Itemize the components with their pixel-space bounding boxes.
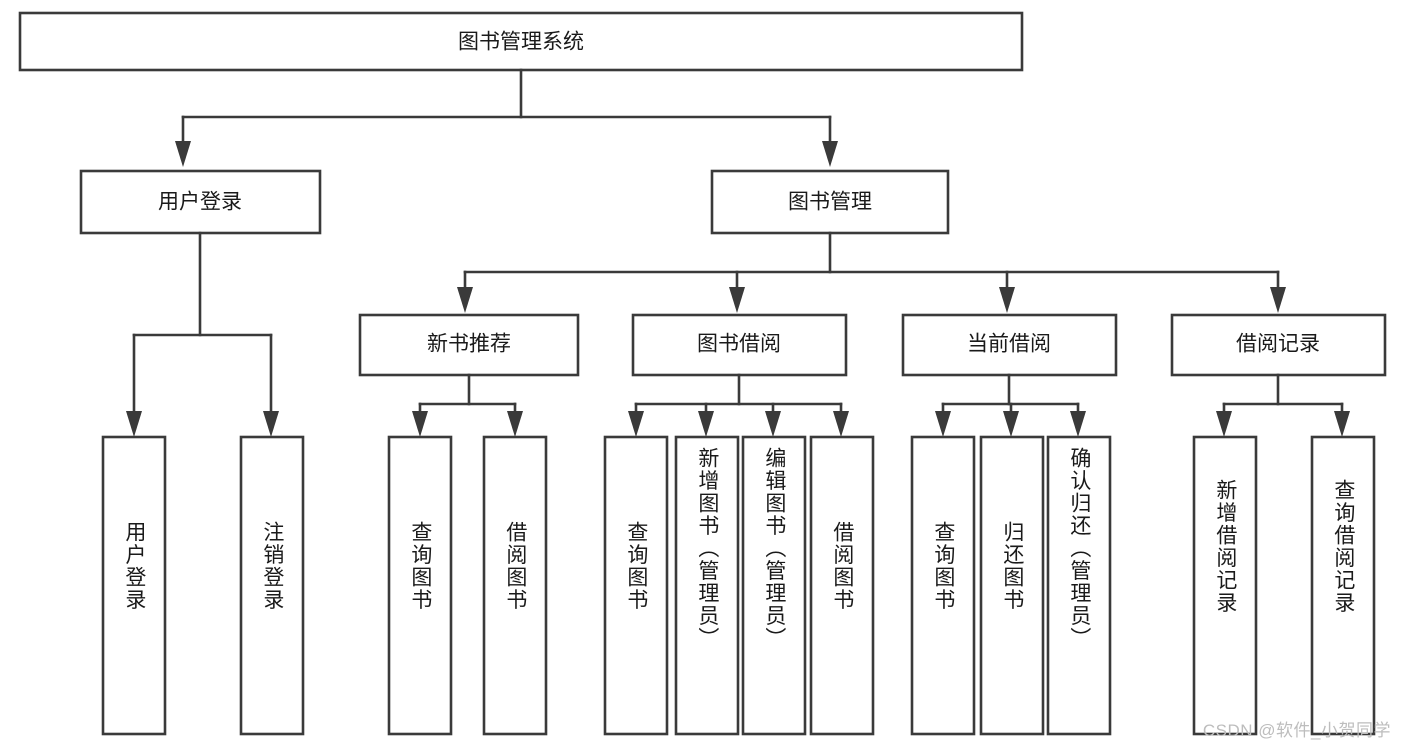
leaf-query-book-2-box[interactable] xyxy=(603,435,669,736)
node-root[interactable]: 图书管理系统 xyxy=(18,11,1024,72)
leaf-edit-book-box[interactable] xyxy=(741,435,807,736)
arrow-head-icon xyxy=(628,411,644,437)
arrow-head-icon xyxy=(833,411,849,437)
leaf-add-record-box[interactable] xyxy=(1192,435,1258,736)
watermark: CSDN @软件_小贺同学 xyxy=(1202,721,1391,740)
node-root-box[interactable] xyxy=(18,11,1024,72)
node-current-borrow-label: 当前借阅 xyxy=(967,333,1051,356)
node-new-book-recommend-label: 新书推荐 xyxy=(427,333,511,356)
arrow-head-icon xyxy=(822,141,838,167)
leaf-query-book-1-box[interactable] xyxy=(387,435,453,736)
arrow-head-icon xyxy=(935,411,951,437)
arrow-head-icon xyxy=(457,287,473,313)
connector-current-borrow-to-leaves xyxy=(935,373,1086,437)
connector-book-manage-to-level2 xyxy=(457,231,1286,313)
arrow-head-icon xyxy=(765,411,781,437)
arrow-head-icon xyxy=(999,287,1015,313)
arrow-head-icon xyxy=(1334,411,1350,437)
arrow-head-icon xyxy=(1216,411,1232,437)
node-root-label: 图书管理系统 xyxy=(458,31,584,54)
node-book-manage-label: 图书管理 xyxy=(788,191,872,214)
node-user-login-box[interactable] xyxy=(79,169,322,235)
connector-new-book-recommend-to-leaves xyxy=(412,373,523,437)
node-book-borrow[interactable]: 图书借阅 xyxy=(631,313,848,377)
arrow-head-icon xyxy=(507,411,523,437)
connector-book-borrow-to-leaves xyxy=(628,373,849,437)
arrow-head-icon xyxy=(1003,411,1019,437)
connector-user-login-to-leaves xyxy=(126,231,279,437)
arrow-head-icon xyxy=(698,411,714,437)
leaf-borrow-book-2-box[interactable] xyxy=(809,435,875,736)
arrow-head-icon xyxy=(263,411,279,437)
node-user-login-label: 用户登录 xyxy=(158,191,242,214)
connector-borrow-record-to-leaves xyxy=(1216,373,1350,437)
node-new-book-recommend-box[interactable] xyxy=(358,313,580,377)
arrow-head-icon xyxy=(175,141,191,167)
node-book-manage[interactable]: 图书管理 xyxy=(710,169,950,235)
node-book-borrow-label: 图书借阅 xyxy=(697,333,781,356)
leaf-return-book-box[interactable] xyxy=(979,435,1045,736)
leaf-borrow-book-1-box[interactable] xyxy=(482,435,548,736)
leaf-add-book-box[interactable] xyxy=(674,435,740,736)
leaf-query-book-3-box[interactable] xyxy=(910,435,976,736)
leaf-boxes xyxy=(101,435,1376,736)
arrow-head-icon xyxy=(412,411,428,437)
arrow-head-icon xyxy=(126,411,142,437)
leaf-user-logout-box[interactable] xyxy=(239,435,305,736)
node-new-book-recommend[interactable]: 新书推荐 xyxy=(358,313,580,377)
node-current-borrow-box[interactable] xyxy=(901,313,1118,377)
leaf-query-record-box[interactable] xyxy=(1310,435,1376,736)
arrow-head-icon xyxy=(729,287,745,313)
leaf-confirm-return-box[interactable] xyxy=(1046,435,1112,736)
leaf-user-login-box[interactable] xyxy=(101,435,167,736)
node-current-borrow[interactable]: 当前借阅 xyxy=(901,313,1118,377)
node-user-login[interactable]: 用户登录 xyxy=(79,169,322,235)
arrow-head-icon xyxy=(1070,411,1086,437)
node-borrow-record[interactable]: 借阅记录 xyxy=(1170,313,1387,377)
node-borrow-record-label: 借阅记录 xyxy=(1236,333,1320,356)
connector-root-to-level1 xyxy=(175,68,838,167)
arrow-head-icon xyxy=(1270,287,1286,313)
